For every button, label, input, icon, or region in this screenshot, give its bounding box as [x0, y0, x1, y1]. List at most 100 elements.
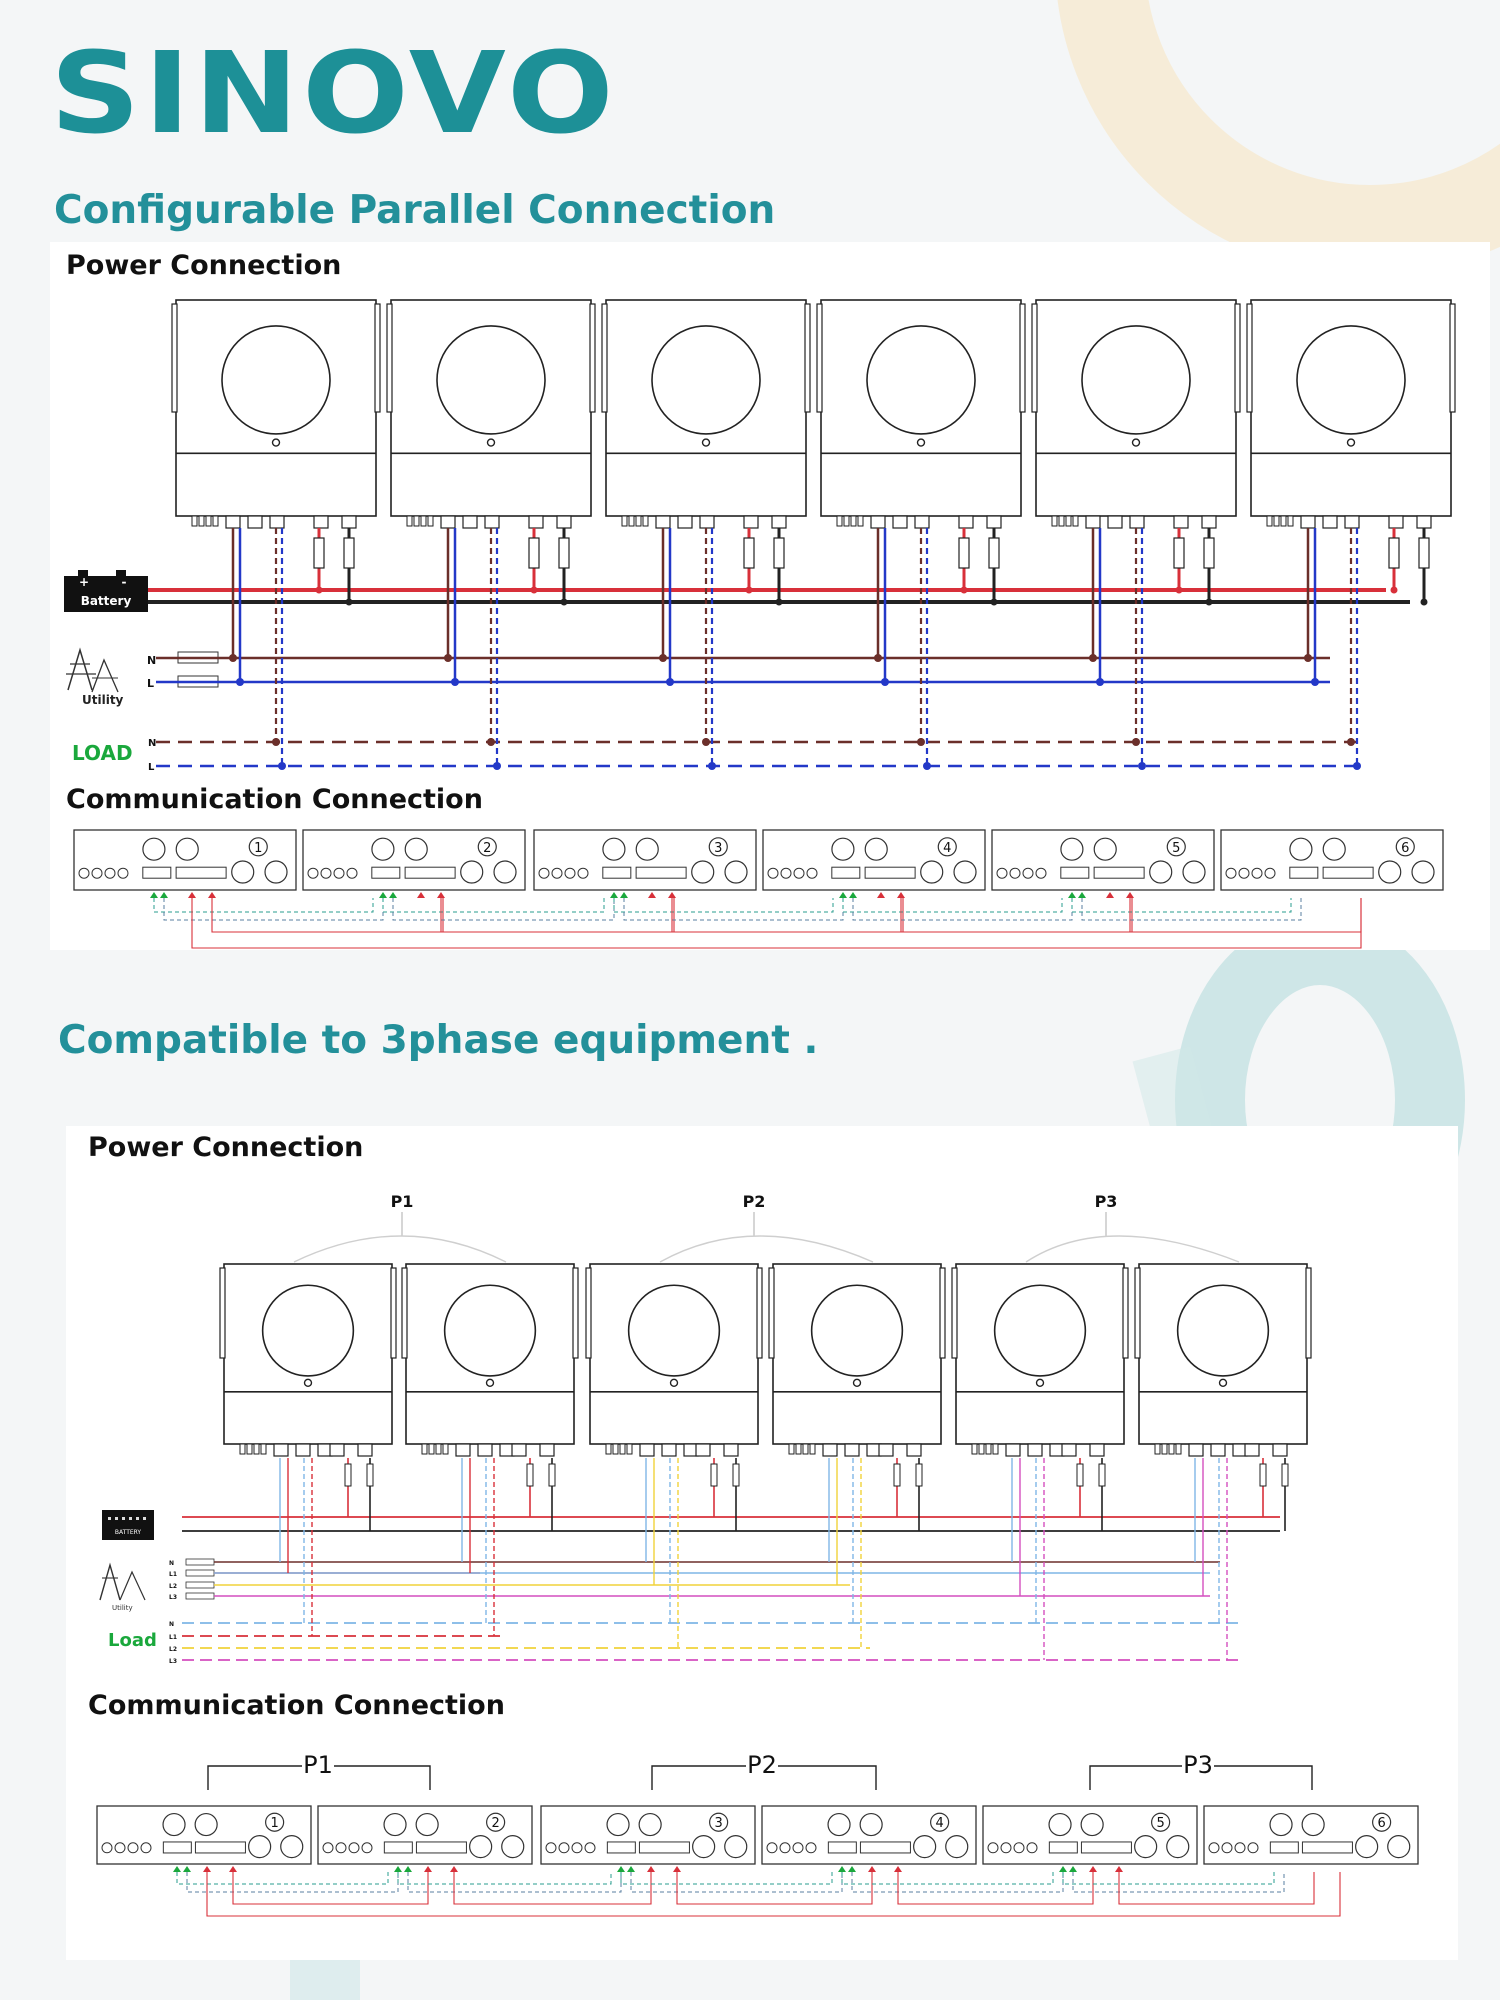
comm-port-icon — [469, 1834, 493, 1859]
comm-port-icon — [1166, 1834, 1190, 1859]
comm-connector-small — [1289, 866, 1319, 879]
fuse-icon — [526, 1463, 534, 1487]
comm-link-red — [1118, 1872, 1315, 1905]
utility-line-label: L3 — [169, 1594, 177, 1601]
comm-led-icon — [333, 867, 345, 879]
phase-label-2: P2 — [743, 1192, 766, 1211]
comm-port-icon — [280, 1834, 304, 1859]
fuse-icon — [958, 537, 970, 569]
comm-unit: 3 — [533, 829, 757, 891]
comm-link-green — [620, 1872, 833, 1885]
junction-dot — [874, 654, 882, 662]
comm-led-icon — [348, 1842, 360, 1854]
comm-led-icon — [577, 867, 589, 879]
inverter-button-icon — [303, 1378, 313, 1388]
comm-port-icon — [859, 1812, 883, 1837]
inverter-display-ring — [993, 1284, 1087, 1377]
comm-link-green — [176, 1872, 389, 1885]
comm-port-icon — [724, 1834, 748, 1859]
comm-port-icon — [231, 860, 255, 884]
comm-port-icon — [1134, 1834, 1158, 1859]
junction-dot — [708, 762, 716, 770]
utility-line-label: N — [169, 1560, 174, 1567]
comm-link-red — [211, 898, 444, 933]
comm-port-icon — [1060, 837, 1084, 861]
terminal-gland — [484, 515, 500, 529]
junction-dot — [345, 598, 353, 606]
arrow-icon — [1068, 892, 1076, 898]
terminal-gland — [1188, 1443, 1204, 1457]
comm-connector-db — [638, 1841, 690, 1854]
battery-icon — [64, 576, 148, 612]
comm-unit: 4 — [761, 1805, 977, 1865]
inverter-unit — [768, 1263, 946, 1457]
inverter-button-icon — [1131, 438, 1141, 447]
phase-arc — [1025, 1235, 1240, 1263]
arrow-icon — [437, 892, 445, 898]
unit-number-circle — [930, 1812, 950, 1832]
comm-unit: 3 — [540, 1805, 756, 1865]
comm-connector-small — [383, 1841, 413, 1854]
comm-led-icon — [140, 1842, 152, 1854]
terminal-pin — [260, 1443, 267, 1455]
inverter-handle-left — [1031, 303, 1038, 413]
arrow-icon — [620, 892, 628, 898]
comm-link-blue — [407, 1872, 622, 1893]
comm-link-red — [1129, 898, 1362, 933]
inverter-handle-right — [1122, 1267, 1129, 1359]
arrow-icon — [673, 1866, 681, 1872]
inverter-handle-left — [219, 1267, 226, 1359]
comm-connector-small — [831, 866, 861, 879]
comm-connector-small — [371, 866, 401, 879]
breaker-icon — [185, 1592, 215, 1600]
terminal-pin — [428, 1443, 435, 1455]
inverter-unit — [219, 1263, 397, 1457]
comm-link-blue — [851, 1872, 1064, 1893]
battery-cell — [108, 1517, 111, 1520]
comm-link-red — [897, 1872, 1094, 1905]
unit-number-label: 5 — [1156, 1816, 1164, 1831]
battery-plus: + — [79, 575, 89, 589]
inverter-display-ring — [810, 1284, 904, 1377]
inverter-display-ring — [1176, 1284, 1270, 1377]
terminal-gland — [477, 1443, 493, 1457]
comm-phase-label-2: P2 — [747, 1751, 777, 1779]
fuse-icon — [1173, 537, 1185, 569]
comm-port-icon — [371, 837, 395, 861]
inverter-button-icon — [1035, 1378, 1045, 1388]
arrow-icon — [173, 1866, 181, 1872]
terminal-pin — [1072, 515, 1079, 527]
comm-led-icon — [1251, 867, 1263, 879]
inverter-unit — [386, 299, 596, 529]
unit-number-circle — [486, 1812, 506, 1832]
terminal-gland — [723, 1443, 739, 1457]
junction-dot — [1311, 678, 1319, 686]
inverter-handle-left — [601, 303, 608, 413]
inverter-unit — [1246, 299, 1456, 529]
utility-label: Utility — [112, 1604, 133, 1612]
comm-led-icon — [551, 867, 563, 879]
terminal-pin — [1065, 515, 1072, 527]
comm-port-icon — [724, 860, 748, 884]
comm-port-icon — [831, 837, 855, 861]
section2-title: Compatible to 3phase equipment . — [58, 1018, 819, 1063]
comm-led-icon — [987, 1842, 999, 1854]
comm-led-icon — [114, 1842, 126, 1854]
comm-link-red — [671, 898, 904, 933]
junction-dot — [487, 738, 495, 746]
comm-port-icon — [635, 837, 659, 861]
arrow-icon — [894, 1866, 902, 1872]
junction-dot — [1353, 762, 1361, 770]
fuse-icon — [732, 1463, 740, 1487]
battery-minus: - — [122, 575, 127, 589]
terminal-pin — [985, 1443, 992, 1455]
comm-link-green — [397, 1872, 612, 1885]
comm-led-icon — [1225, 867, 1237, 879]
terminal-gland — [1061, 1443, 1077, 1457]
section2-comm-label: Communication Connection — [88, 1690, 505, 1721]
comm-unit: 2 — [317, 1805, 533, 1865]
comm-connector-db — [859, 1841, 911, 1854]
inverter-handle-left — [171, 303, 178, 413]
terminal-gland — [1027, 1443, 1043, 1457]
junction-dot — [1089, 654, 1097, 662]
